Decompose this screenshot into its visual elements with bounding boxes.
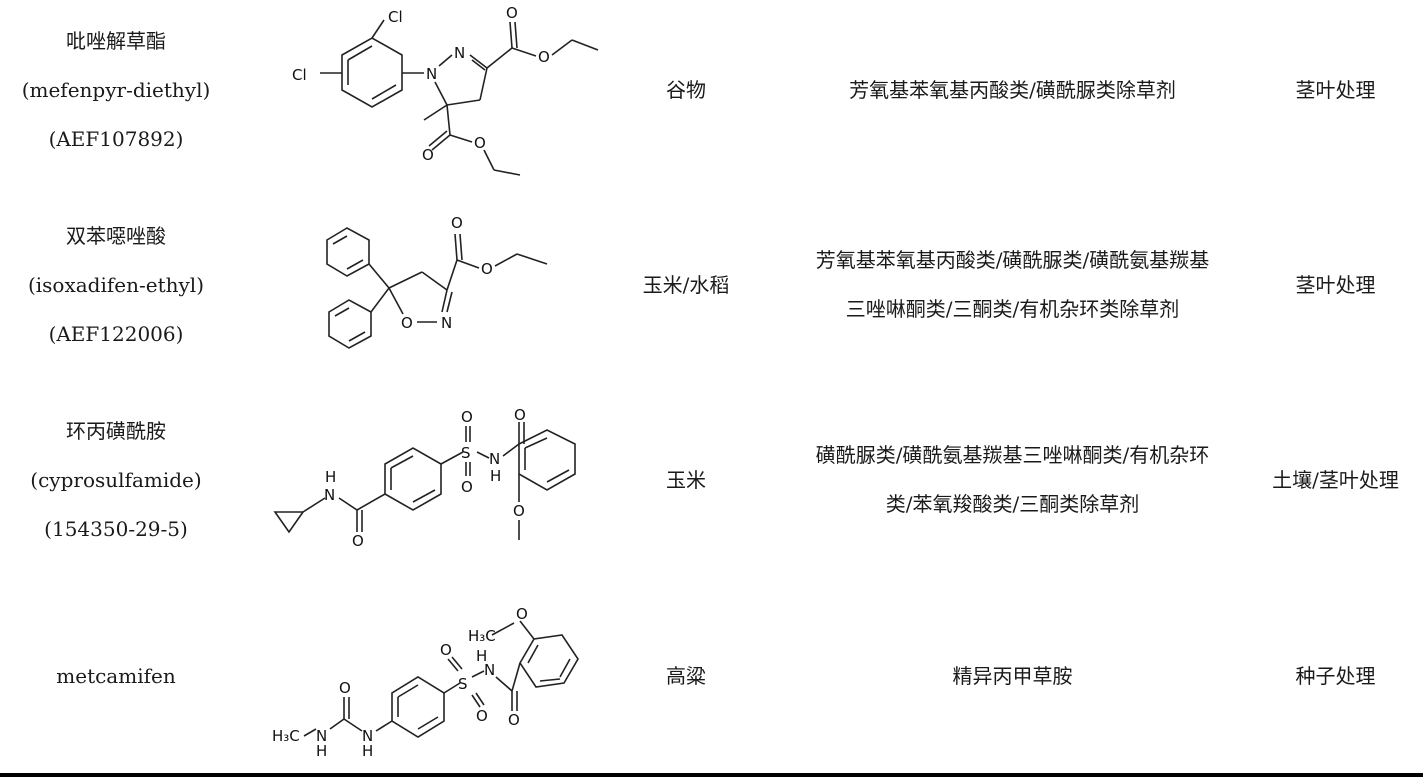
herbicide-cell: 芳氧基苯氧基丙酸类/磺酰脲类/磺酰氨基羰基 三唑啉酮类/三酮类/有机杂环类除草剂 — [760, 187, 1265, 383]
svg-text:H: H — [325, 468, 336, 486]
compound-name-cell: 吡唑解草酯 (mefenpyr-diethyl) (AEF107892) — [0, 0, 232, 188]
svg-text:O: O — [481, 260, 493, 278]
code-number: (AEF122006) — [48, 321, 184, 346]
svg-text:O: O — [508, 711, 520, 729]
svg-text:Cl: Cl — [388, 8, 403, 26]
isoxadifen-ethyl-structure-icon: N O O O — [326, 214, 548, 349]
svg-text:N: N — [316, 727, 327, 745]
svg-text:O: O — [476, 707, 488, 725]
svg-text:N: N — [484, 661, 495, 679]
svg-text:O: O — [352, 532, 364, 550]
svg-text:N: N — [441, 314, 452, 332]
code-number: (154350-29-5) — [44, 516, 188, 541]
svg-text:Cl: Cl — [292, 66, 307, 84]
crop-cell: 玉米/水稻 — [620, 187, 752, 383]
english-name: metcamifen — [56, 663, 176, 688]
svg-text:O: O — [422, 146, 434, 164]
structure-cell: H₃C N H O N H S O O N — [232, 578, 642, 774]
svg-text:O: O — [401, 314, 413, 332]
crop-text: 谷物 — [666, 77, 706, 102]
compound-name-cell: 环丙磺酰胺 (cyprosulfamide) (154350-29-5) — [0, 382, 232, 578]
svg-text:H: H — [490, 467, 501, 485]
mefenpyr-diethyl-structure-icon: Cl Cl N N O O — [292, 4, 599, 176]
svg-text:O: O — [514, 406, 526, 424]
table-bottom-rule — [0, 773, 1423, 777]
herbicide-text: 磺酰脲类/磺酰氨基羰基三唑啉酮类/有机杂环 — [815, 443, 1210, 467]
crop-cell: 玉米 — [620, 382, 752, 578]
svg-text:O: O — [339, 679, 351, 697]
herbicide-cell: 芳氧基苯氧基丙酸类/磺酰脲类除草剂 — [760, 0, 1265, 188]
structure-cell: N O O O — [232, 187, 642, 383]
svg-text:O: O — [538, 48, 550, 66]
english-name: (mefenpyr-diethyl) — [21, 77, 211, 102]
chinese-name: 环丙磺酰胺 — [66, 418, 166, 443]
svg-text:H: H — [316, 742, 327, 760]
structure-cell: Cl Cl N N O O — [232, 0, 642, 188]
svg-text:S: S — [461, 444, 471, 462]
svg-text:O: O — [451, 214, 463, 232]
svg-text:H₃C: H₃C — [272, 727, 300, 745]
crop-text: 玉米/水稻 — [642, 272, 730, 297]
method-cell: 茎叶处理 — [1248, 0, 1423, 188]
structure-cell: H N O S O O N H O — [232, 382, 642, 578]
svg-text:O: O — [474, 134, 486, 152]
table-row: 双苯噁唑酸 (isoxadifen-ethyl) (AEF122006) N O — [0, 187, 1423, 383]
svg-text:H: H — [362, 742, 373, 760]
metcamifen-structure-icon: H₃C N H O N H S O O N — [272, 605, 579, 760]
svg-text:O: O — [461, 478, 473, 496]
code-number: (AEF107892) — [48, 126, 184, 151]
crop-cell: 谷物 — [620, 0, 752, 188]
crop-text: 玉米 — [666, 467, 706, 492]
chinese-name: 双苯噁唑酸 — [66, 223, 166, 248]
herbicide-cell: 精异丙甲草胺 — [760, 578, 1265, 774]
herbicide-text: 精异丙甲草胺 — [952, 663, 1073, 688]
method-cell: 土壤/茎叶处理 — [1248, 382, 1423, 578]
cyprosulfamide-structure-icon: H N O S O O N H O — [273, 406, 576, 550]
svg-text:N: N — [489, 450, 500, 468]
method-cell: 茎叶处理 — [1248, 187, 1423, 383]
crop-cell: 高粱 — [620, 578, 752, 774]
table-row: 吡唑解草酯 (mefenpyr-diethyl) (AEF107892) Cl … — [0, 0, 1423, 188]
svg-text:O: O — [516, 605, 528, 623]
herbicide-text: 芳氧基苯氧基丙酸类/磺酰脲类/磺酰氨基羰基 — [815, 248, 1210, 272]
compound-name-cell: metcamifen — [0, 578, 232, 774]
table-row: metcamifen H₃C N H O N H S O — [0, 578, 1423, 774]
herbicide-text: 芳氧基苯氧基丙酸类/磺酰脲类除草剂 — [849, 77, 1176, 102]
english-name: (isoxadifen-ethyl) — [27, 272, 205, 297]
method-text: 茎叶处理 — [1295, 272, 1376, 297]
chinese-name: 吡唑解草酯 — [66, 28, 166, 53]
method-text: 茎叶处理 — [1295, 77, 1376, 102]
compound-name-cell: 双苯噁唑酸 (isoxadifen-ethyl) (AEF122006) — [0, 187, 232, 383]
svg-text:O: O — [461, 408, 473, 426]
svg-text:H₃C: H₃C — [468, 627, 496, 645]
method-text: 种子处理 — [1295, 663, 1376, 688]
english-name: (cyprosulfamide) — [30, 467, 202, 492]
svg-text:H: H — [476, 647, 487, 665]
svg-text:O: O — [506, 4, 518, 22]
herbicide-text: 三唑啉酮类/三酮类/有机杂环类除草剂 — [845, 297, 1180, 321]
method-text: 土壤/茎叶处理 — [1272, 467, 1399, 492]
crop-text: 高粱 — [666, 663, 706, 688]
svg-text:O: O — [440, 641, 452, 659]
svg-text:N: N — [426, 65, 437, 83]
svg-text:S: S — [458, 675, 468, 693]
method-cell: 种子处理 — [1248, 578, 1423, 774]
svg-text:O: O — [513, 502, 525, 520]
svg-text:N: N — [324, 486, 335, 504]
svg-text:N: N — [454, 44, 465, 62]
herbicide-text: 类/苯氧羧酸类/三酮类除草剂 — [885, 492, 1140, 516]
herbicide-cell: 磺酰脲类/磺酰氨基羰基三唑啉酮类/有机杂环 类/苯氧羧酸类/三酮类除草剂 — [760, 382, 1265, 578]
table-row: 环丙磺酰胺 (cyprosulfamide) (154350-29-5) H N… — [0, 382, 1423, 578]
svg-text:N: N — [362, 727, 373, 745]
